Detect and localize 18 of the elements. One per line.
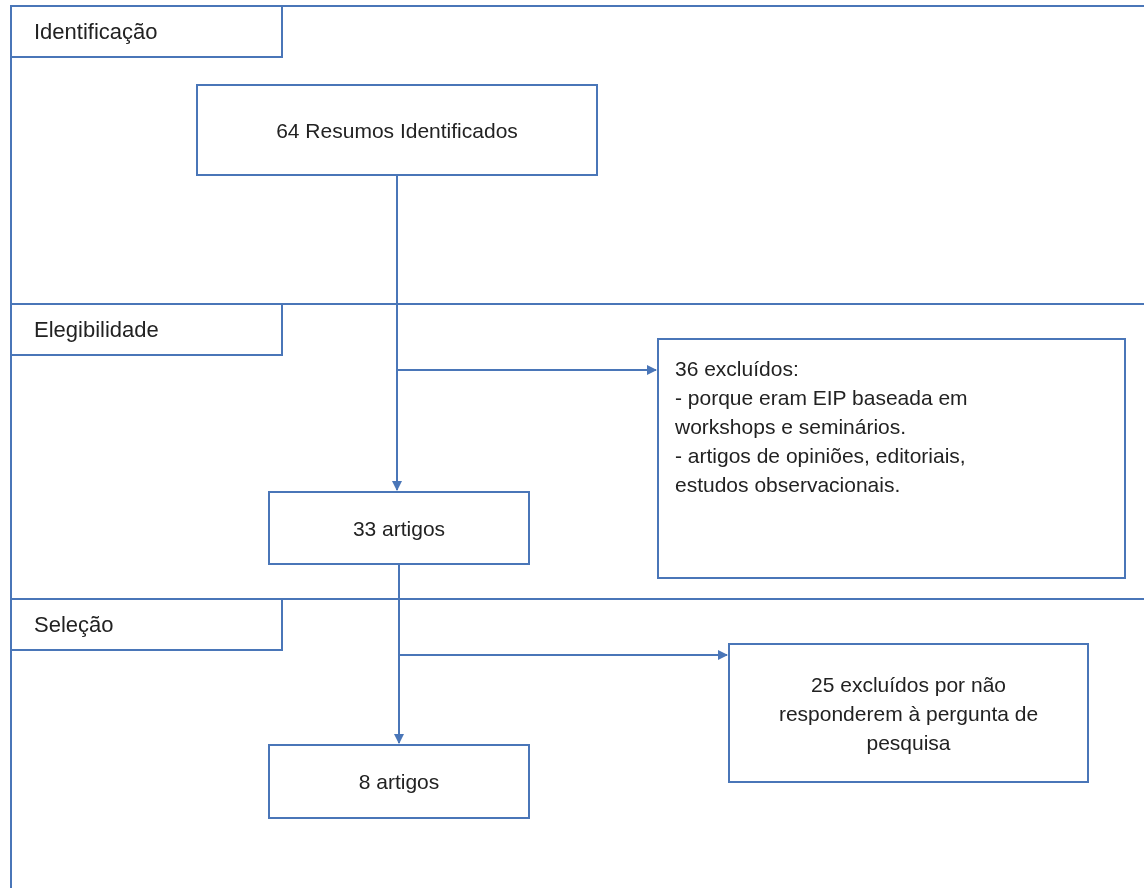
box-text: - porque eram EIP baseada em workshops e seminários. xyxy=(675,385,969,440)
swimlane-band xyxy=(10,303,1144,598)
box-text: 36 excluídos: xyxy=(675,356,799,382)
process-box xyxy=(268,744,530,819)
swimlane-band xyxy=(10,598,1144,888)
lane-title: Elegibilidade xyxy=(10,303,283,356)
box-text: - artigos de opiniões, editoriais, estudos observacionais. xyxy=(675,443,967,498)
process-box xyxy=(268,491,530,565)
process-box xyxy=(196,84,598,176)
process-box xyxy=(728,643,1089,783)
exclusion-box xyxy=(657,338,1126,579)
box-text: 25 excluídos por não responderem à pergunta de pesquisa xyxy=(777,671,1040,756)
lane-title: Identificação xyxy=(10,5,283,58)
lane-title: Seleção xyxy=(10,598,283,651)
swimlane-band xyxy=(10,5,1144,303)
box-text: 64 Resumos Identificados xyxy=(276,117,518,144)
box-text: 33 artigos xyxy=(352,515,446,542)
box-text: 8 artigos xyxy=(358,769,440,795)
